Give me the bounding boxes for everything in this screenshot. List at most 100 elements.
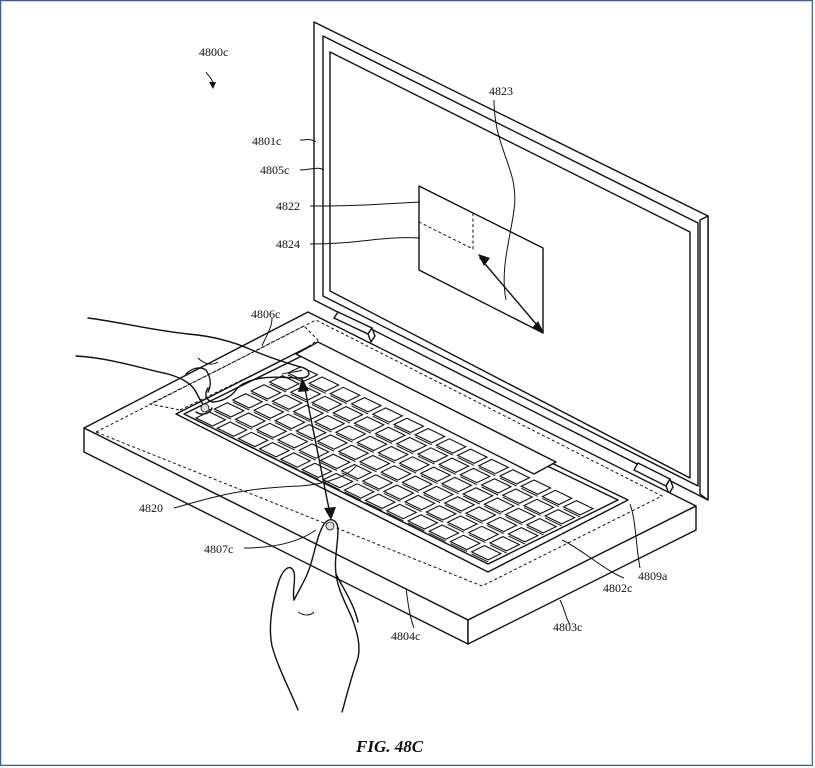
- keyboard-key-edge: [457, 456, 475, 466]
- keyboard-key-edge: [269, 383, 287, 393]
- keyboard-key-edge: [341, 472, 359, 482]
- keyboard-key: [416, 447, 449, 463]
- keyboard-key-edge: [274, 422, 292, 432]
- keyboard-key-edge: [259, 450, 277, 460]
- screen-window: [418, 185, 544, 334]
- keyboard-key-edge: [399, 464, 417, 474]
- keyboard-key: [337, 444, 370, 461]
- keyboard-key: [398, 456, 431, 472]
- keyboard-key-edge: [428, 532, 446, 542]
- label-4807c: 4807c: [204, 542, 233, 556]
- keyboard-key: [522, 498, 555, 515]
- keyboard-key-edge: [481, 486, 499, 496]
- keyboard-key-edge: [523, 507, 541, 517]
- keyboard-key: [343, 483, 376, 499]
- keyboard-key-edge: [322, 481, 340, 491]
- keyboard-key-edge: [332, 414, 350, 424]
- keyboard-key-edge: [359, 463, 377, 473]
- keyboard-key-edge: [280, 460, 298, 470]
- keyboard-key-edge: [214, 410, 232, 420]
- keyboard-key: [443, 496, 476, 512]
- keyboard-key-edge: [393, 426, 411, 435]
- keyboard-key: [427, 524, 460, 540]
- keyboard-key-edge: [396, 445, 414, 455]
- keyboard-key-edge: [378, 454, 396, 464]
- keyboard-key: [252, 403, 285, 419]
- keyboard-key-edge: [436, 446, 454, 456]
- keyboard-key-edge: [484, 505, 502, 515]
- keyboard-key: [435, 438, 468, 454]
- keyboard-key-edge: [380, 473, 398, 483]
- label-4806c: 4806c: [251, 307, 280, 321]
- keyboard-key-edge: [402, 483, 420, 493]
- figure-caption: FIG. 48C: [355, 737, 424, 756]
- keyboard-key-edge: [375, 435, 393, 444]
- keyboard-key-edge: [542, 498, 560, 508]
- keyboard-key: [307, 376, 340, 392]
- keyboard-key-edge: [468, 534, 486, 544]
- keyboard-key-edge: [478, 467, 496, 477]
- keyboard-key-edge: [544, 517, 562, 527]
- keyboard-keys: [194, 366, 595, 563]
- keyboard-key: [504, 507, 537, 524]
- keyboard-key: [485, 516, 518, 533]
- keyboard-key-edge: [354, 424, 372, 434]
- keyboard-key: [249, 384, 282, 400]
- keyboard-key: [271, 394, 304, 410]
- keyboard-key-edge: [505, 516, 523, 526]
- label-4802c: 4802c: [603, 581, 632, 595]
- keyboard-key: [483, 497, 516, 513]
- keyboard-key-edge: [526, 526, 544, 536]
- keyboard-key: [310, 395, 343, 412]
- keyboard-key-edge: [290, 393, 308, 403]
- keyboard-key: [422, 485, 455, 502]
- label-4804c: 4804c: [391, 629, 420, 643]
- keyboard-key: [392, 417, 425, 434]
- keyboard-key: [385, 503, 418, 520]
- label-4800c: 4800c: [199, 45, 228, 59]
- keyboard-key-edge: [351, 405, 369, 415]
- upper-hand: [75, 317, 310, 415]
- keyboard-key: [316, 434, 349, 450]
- keyboard-key-edge: [563, 508, 581, 518]
- keyboard-key-edge: [296, 432, 314, 442]
- keyboard-key: [279, 452, 312, 468]
- keyboard-key-edge: [195, 419, 213, 429]
- keyboard-key-edge: [462, 495, 480, 505]
- keyboard-key-edge: [338, 453, 356, 462]
- keyboard-key: [371, 407, 404, 423]
- keyboard-key-edge: [344, 491, 362, 501]
- keyboard-key: [295, 423, 328, 440]
- keyboard-key-edge: [335, 433, 353, 443]
- keyboard-key: [437, 457, 470, 474]
- keyboard-key: [331, 405, 364, 422]
- keyboard-key: [382, 484, 415, 501]
- keyboard-key: [350, 396, 383, 413]
- keyboard-key: [477, 458, 510, 475]
- keyboard-key: [446, 515, 479, 531]
- keyboard-key: [340, 463, 373, 480]
- keyboard-key-edge: [438, 465, 456, 475]
- keyboard-key: [470, 544, 503, 561]
- keyboard-key: [276, 432, 309, 449]
- keyboard-key-edge: [414, 436, 432, 446]
- keyboard-key: [507, 526, 540, 543]
- keyboard-key: [440, 476, 473, 493]
- keyboard-key: [395, 436, 428, 453]
- drag-arrow-4820: [298, 378, 336, 520]
- reference-labels: 4800c 4801c 4805c 4823 4822 4824 4806c 4…: [139, 45, 668, 643]
- keyboard-key: [403, 494, 436, 511]
- keyboard-key: [413, 427, 446, 444]
- keyboard-key-edge: [372, 415, 390, 425]
- keyboard-key: [329, 386, 362, 403]
- function-row-strip: [295, 341, 557, 475]
- label-4805c: 4805c: [260, 163, 289, 177]
- keyboard-key-edge: [450, 543, 468, 553]
- keyboard-key: [459, 467, 492, 484]
- keyboard-key: [321, 472, 354, 489]
- keyboard-key: [419, 466, 452, 483]
- keyboard-key: [456, 448, 489, 465]
- keyboard-key: [292, 404, 325, 421]
- keyboard-key-edge: [238, 440, 256, 450]
